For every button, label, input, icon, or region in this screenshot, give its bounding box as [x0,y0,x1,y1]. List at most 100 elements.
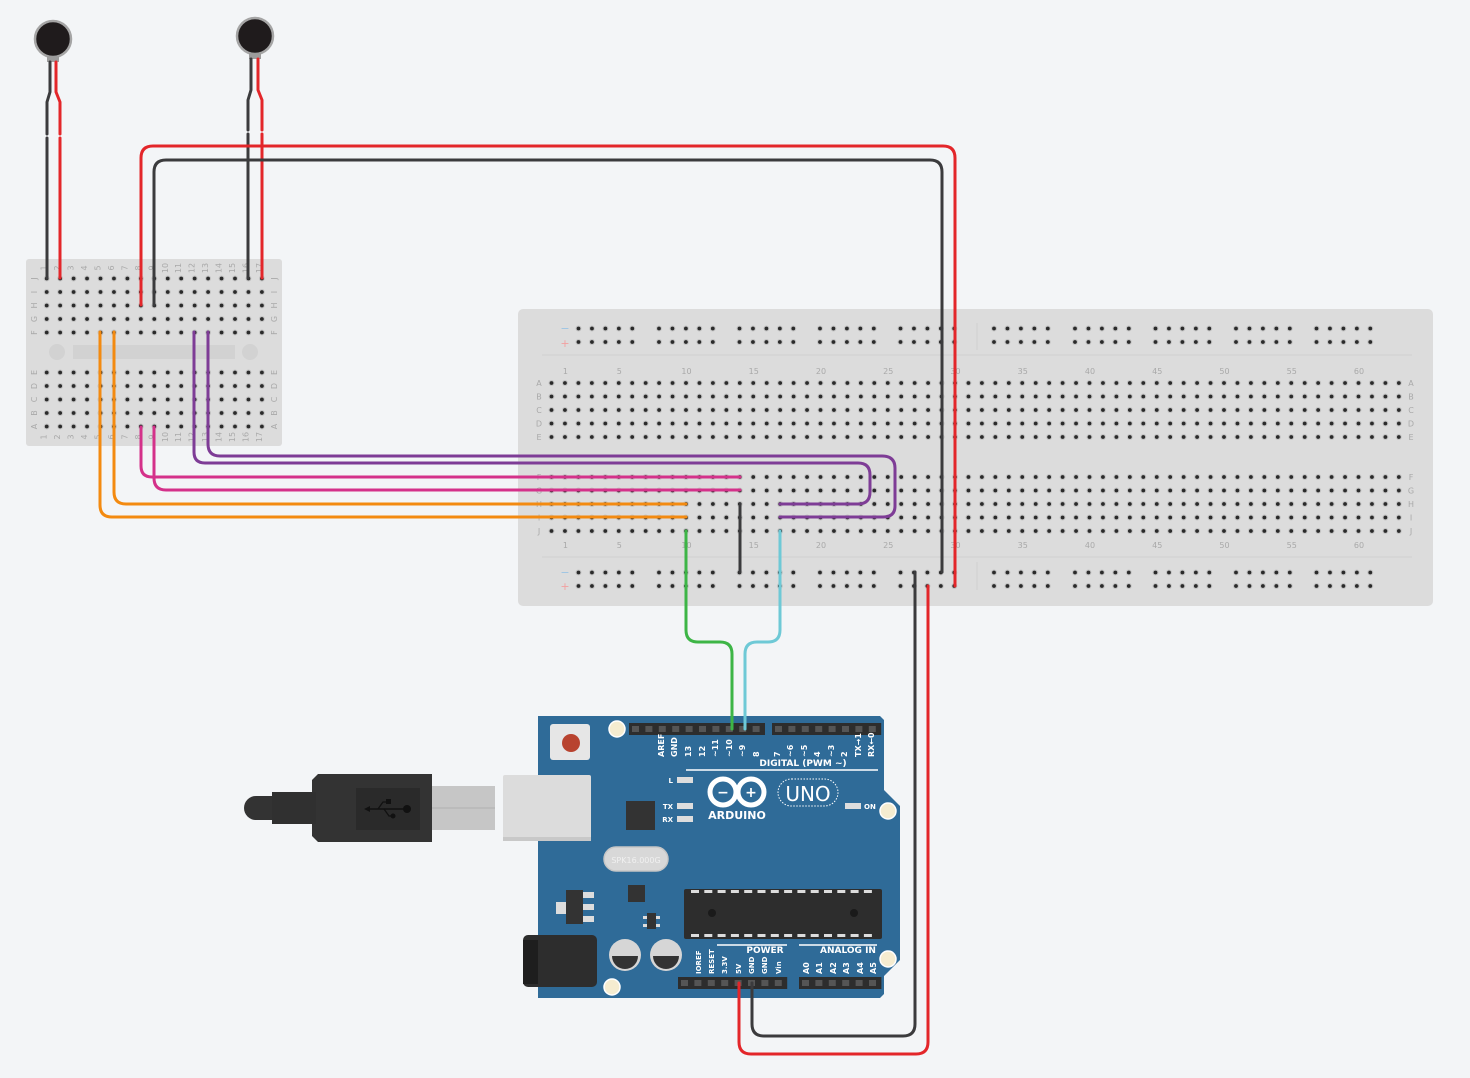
breadboard-hole[interactable] [1328,584,1332,588]
breadboard-hole[interactable] [179,411,184,415]
breadboard-hole[interactable] [1275,394,1280,399]
breadboard-hole[interactable] [1356,435,1361,439]
breadboard-hole[interactable] [1343,408,1347,412]
breadboard-hole[interactable] [684,408,688,412]
breadboard-hole[interactable] [643,394,648,399]
breadboard-hole[interactable] [1033,408,1038,412]
breadboard-hole[interactable] [912,408,917,412]
breadboard-hole[interactable] [832,394,836,399]
breadboard-hole[interactable] [576,408,581,412]
breadboard-hole[interactable] [165,290,170,294]
breadboard-hole[interactable] [179,330,184,335]
breadboard-hole[interactable] [805,394,809,399]
breadboard-hole[interactable] [58,384,63,388]
breadboard-hole[interactable] [1207,584,1212,588]
breadboard-hole[interactable] [1153,584,1158,588]
breadboard-hole[interactable] [1168,475,1173,479]
breadboard-hole[interactable] [112,276,116,281]
breadboard-hole[interactable] [1074,488,1078,493]
breadboard-hole[interactable] [1033,394,1038,399]
breadboard-hole[interactable] [1274,326,1279,331]
breadboard-hole[interactable] [98,276,103,281]
breadboard-hole[interactable] [590,340,594,344]
breadboard-hole[interactable] [1181,435,1186,439]
breadboard-hole[interactable] [751,502,756,506]
breadboard-hole[interactable] [1341,326,1346,331]
breadboard-hole[interactable] [872,381,877,385]
breadboard-hole[interactable] [1262,421,1267,426]
breadboard-hole[interactable] [1032,584,1037,588]
breadboard-hole[interactable] [1208,515,1213,520]
breadboard-hole[interactable] [885,488,890,493]
breadboard-hole[interactable] [576,570,581,575]
breadboard-hole[interactable] [845,394,850,399]
breadboard-hole[interactable] [1101,488,1105,493]
breadboard-hole[interactable] [751,421,756,426]
breadboard-hole[interactable] [1060,475,1065,479]
breadboard-hole[interactable] [724,408,729,412]
breadboard-hole[interactable] [1222,529,1226,533]
breadboard-hole[interactable] [1343,488,1347,493]
breadboard-hole[interactable] [926,488,930,493]
header-pin[interactable] [658,726,666,732]
breadboard-hole[interactable] [1235,488,1240,493]
breadboard-hole[interactable] [179,290,184,294]
breadboard-hole[interactable] [1208,475,1213,479]
breadboard-hole[interactable] [885,394,890,399]
breadboard-hole[interactable] [549,529,554,533]
breadboard-hole[interactable] [724,394,729,399]
breadboard-hole[interactable] [1114,515,1119,520]
breadboard-hole[interactable] [871,326,876,331]
breadboard-hole[interactable] [912,326,916,331]
breadboard-hole[interactable] [1222,488,1226,493]
breadboard-hole[interactable] [71,424,76,429]
breadboard-hole[interactable] [1316,421,1321,426]
breadboard-hole[interactable] [1234,340,1238,344]
breadboard-hole[interactable] [845,421,850,426]
breadboard-hole[interactable] [1073,584,1077,588]
breadboard-hole[interactable] [912,529,917,533]
header-pin[interactable] [842,980,850,986]
breadboard-hole[interactable] [872,488,877,493]
breadboard-hole[interactable] [966,529,971,533]
breadboard-hole[interactable] [1316,529,1321,533]
breadboard-hole[interactable] [980,502,984,506]
breadboard-hole[interactable] [872,435,877,439]
breadboard-hole[interactable] [165,384,170,388]
breadboard-hole[interactable] [1383,435,1388,439]
breadboard-hole[interactable] [616,421,621,426]
breadboard-hole[interactable] [1302,381,1307,385]
breadboard-hole[interactable] [657,421,661,426]
breadboard-hole[interactable] [1101,529,1105,533]
breadboard-hole[interactable] [563,408,567,412]
breadboard-hole[interactable] [1396,435,1401,439]
orange-wire-1[interactable] [98,330,688,519]
breadboard-hole[interactable] [1329,408,1334,412]
breadboard-hole[interactable] [1060,515,1065,520]
breadboard-hole[interactable] [1074,515,1078,520]
breadboard-hole[interactable] [1195,394,1199,399]
breadboard-hole[interactable] [872,475,877,479]
breadboard-hole[interactable] [179,397,184,402]
breadboard-hole[interactable] [1113,326,1118,331]
breadboard-hole[interactable] [246,384,251,388]
breadboard-hole[interactable] [1235,435,1240,439]
header-pin[interactable] [712,726,720,732]
breadboard-hole[interactable] [58,424,63,429]
breadboard-hole[interactable] [246,397,251,402]
breadboard-hole[interactable] [724,435,729,439]
breadboard-hole[interactable] [1396,515,1401,520]
breadboard-hole[interactable] [1247,340,1252,344]
breadboard-hole[interactable] [85,424,89,429]
breadboard-hole[interactable] [1289,488,1294,493]
breadboard-hole[interactable] [1207,326,1212,331]
breadboard-hole[interactable] [630,394,635,399]
breadboard-hole[interactable] [805,408,809,412]
breadboard-hole[interactable] [1154,421,1159,426]
breadboard-hole[interactable] [71,317,76,321]
header-pin[interactable] [802,980,809,986]
breadboard-hole[interactable] [980,394,984,399]
breadboard-hole[interactable] [737,408,742,412]
breadboard-hole[interactable] [1154,488,1159,493]
breadboard-hole[interactable] [1168,515,1173,520]
